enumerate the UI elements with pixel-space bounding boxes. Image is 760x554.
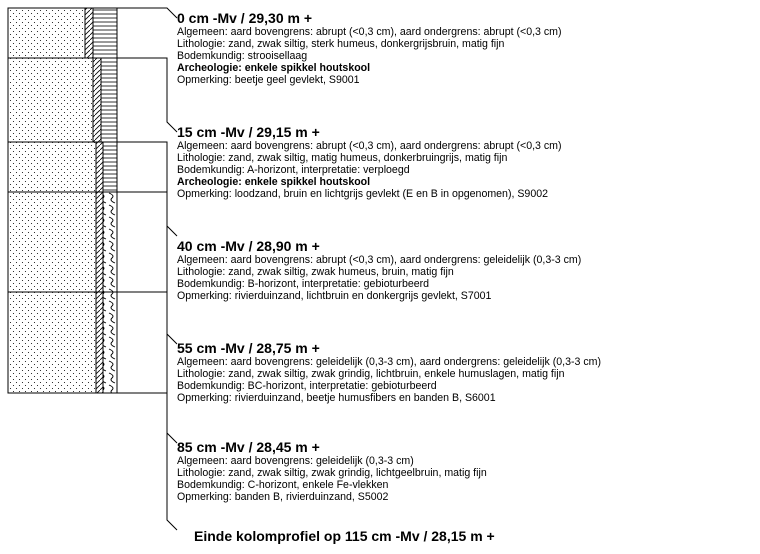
layer-depth-title: 15 cm -Mv / 29,15 m + [177, 124, 320, 140]
lithology-line: Lithologie: zand, zwak siltig, matig hum… [177, 152, 508, 164]
leader-line-4 [117, 191, 178, 345]
layer-description-2: 15 cm -Mv / 29,15 m + Algemeen: aard bov… [177, 124, 760, 200]
layer-description-3: 40 cm -Mv / 28,90 m + Algemeen: aard bov… [177, 238, 760, 302]
layer-depth-title: 55 cm -Mv / 28,75 m + [177, 340, 320, 356]
layer-description-1: 0 cm -Mv / 29,30 m + Algemeen: aard bove… [177, 10, 760, 86]
general-line: Algemeen: aard bovengrens: geleidelijk (… [177, 356, 601, 368]
general-line: Algemeen: aard bovengrens: abrupt (<0,3 … [177, 26, 562, 38]
layer-depth-title: 0 cm -Mv / 29,30 m + [177, 10, 313, 26]
column-end-label: Einde kolomprofiel op 115 cm -Mv / 28,15… [194, 528, 495, 544]
layer-depth-title: 40 cm -Mv / 28,90 m + [177, 238, 320, 254]
leader-line-end [117, 392, 178, 531]
soil-line: Bodemkundig: C-horizont, enkele Fe-vlekk… [177, 479, 389, 491]
archaeology-line: Archeologie: enkele spikkel houtskool [177, 176, 371, 188]
layer-description-4: 55 cm -Mv / 28,75 m + Algemeen: aard bov… [177, 340, 760, 404]
soil-line: Bodemkundig: A-horizont, interpretatie: … [177, 164, 410, 176]
general-line: Algemeen: aard bovengrens: abrupt (<0,3 … [177, 140, 562, 152]
leader-line-1 [117, 7, 178, 19]
layer-depth-title: 85 cm -Mv / 28,45 m + [177, 439, 320, 455]
general-line: Algemeen: aard bovengrens: geleidelijk (… [177, 455, 414, 467]
soil-line: Bodemkundig: strooisellaag [177, 50, 308, 62]
soil-line: Bodemkundig: BC-horizont, interpretatie:… [177, 380, 437, 392]
leader-line-2 [117, 57, 178, 133]
remark-line: Opmerking: beetje geel gevlekt, S9001 [177, 74, 360, 86]
soil-line: Bodemkundig: B-horizont, interpretatie: … [177, 278, 430, 290]
remark-line: Opmerking: banden B, rivierduinzand, S50… [177, 491, 389, 503]
archaeology-line: Archeologie: enkele spikkel houtskool [177, 62, 371, 74]
lithology-line: Lithologie: zand, zwak siltig, sterk hum… [177, 38, 505, 50]
lithology-line: Lithologie: zand, zwak siltig, zwak hume… [177, 266, 454, 278]
general-line: Algemeen: aard bovengrens: abrupt (<0,3 … [177, 254, 582, 266]
remark-line: Opmerking: rivierduinzand, beetje humusf… [177, 392, 496, 404]
column-layer-2 [7, 57, 118, 143]
column-layer-4 [7, 191, 118, 293]
leader-line-3 [117, 141, 178, 237]
remark-line: Opmerking: rivierduinzand, lichtbruin en… [177, 290, 492, 302]
layer-description-5: 85 cm -Mv / 28,45 m + Algemeen: aard bov… [177, 439, 760, 503]
column-layer-3 [7, 141, 118, 193]
lithology-line: Lithologie: zand, zwak siltig, zwak grin… [177, 467, 487, 479]
column-layer-5 [7, 291, 118, 394]
leader-lines [117, 7, 178, 531]
lithology-line: Lithologie: zand, zwak siltig, zwak grin… [177, 368, 565, 380]
remark-line: Opmerking: loodzand, bruin en lichtgrijs… [177, 188, 548, 200]
leader-line-5 [117, 291, 178, 444]
column-layer-1 [7, 7, 118, 59]
